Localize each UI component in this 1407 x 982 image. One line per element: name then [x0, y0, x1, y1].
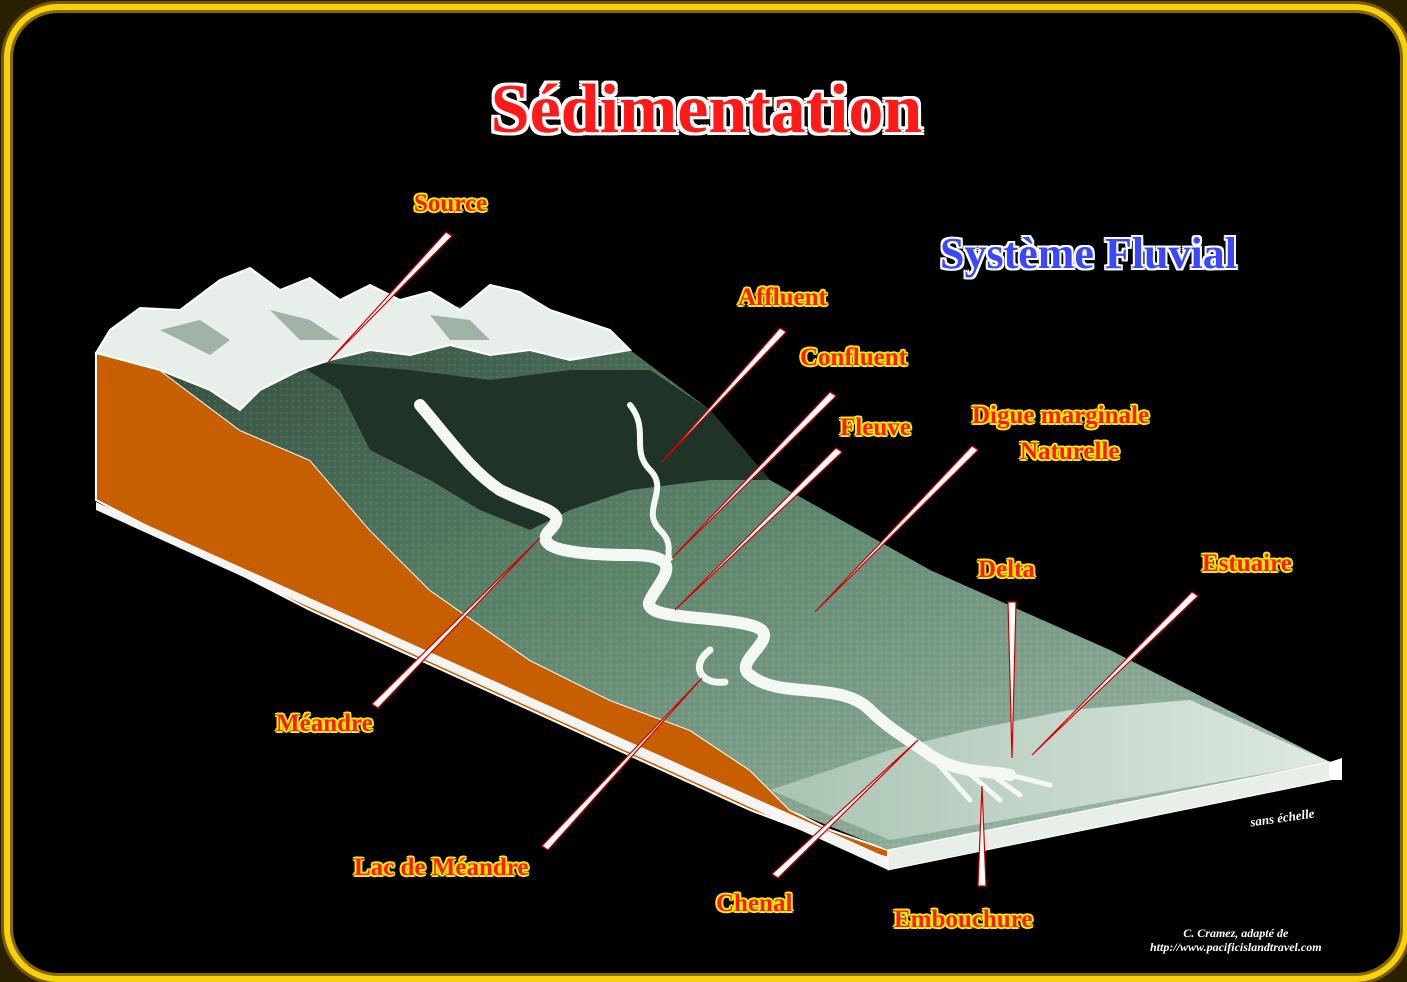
- delta-channels: [927, 752, 1053, 803]
- pointer-arrows: [327, 231, 1199, 887]
- label-fleuve: Fleuve: [840, 414, 911, 441]
- credit-url: http://www.pacificislandtravel.com: [1150, 940, 1322, 954]
- main-river: [414, 399, 1016, 781]
- credit-text: C. Cramez, adapté de http://www.pacifici…: [1150, 926, 1322, 954]
- label-digue-naturelle: Naturelle: [1020, 438, 1120, 465]
- page-title: Sédimentation: [490, 71, 923, 148]
- label-delta: Delta: [978, 556, 1035, 583]
- label-meandre: Méandre: [276, 710, 373, 737]
- sea-shelf: [770, 700, 1330, 840]
- label-source: Source: [414, 190, 488, 217]
- forest-zone: [290, 360, 770, 530]
- label-estuaire: Estuaire: [1202, 550, 1292, 577]
- diagram-frame: Sédimentation Système Fluvial Source Aff…: [4, 4, 1407, 982]
- label-lac-de-meandre: Lac de Méandre: [354, 854, 529, 881]
- oxbow-lake: [695, 646, 729, 686]
- snow-mountains: [94, 266, 633, 412]
- credit-author: C. Cramez, adapté de: [1183, 926, 1289, 940]
- tributary-river: [627, 402, 673, 561]
- river-system-block-diagram: [94, 231, 1342, 887]
- block-base-edge: [96, 490, 888, 870]
- label-chenal: Chenal: [716, 890, 793, 917]
- diagram-subtitle: Système Fluvial: [940, 229, 1237, 278]
- label-affluent: Affluent: [738, 284, 827, 311]
- label-digue-marginale: Digue marginale: [972, 402, 1150, 429]
- label-confluent: Confluent: [800, 344, 907, 371]
- label-embouchure: Embouchure: [894, 906, 1033, 933]
